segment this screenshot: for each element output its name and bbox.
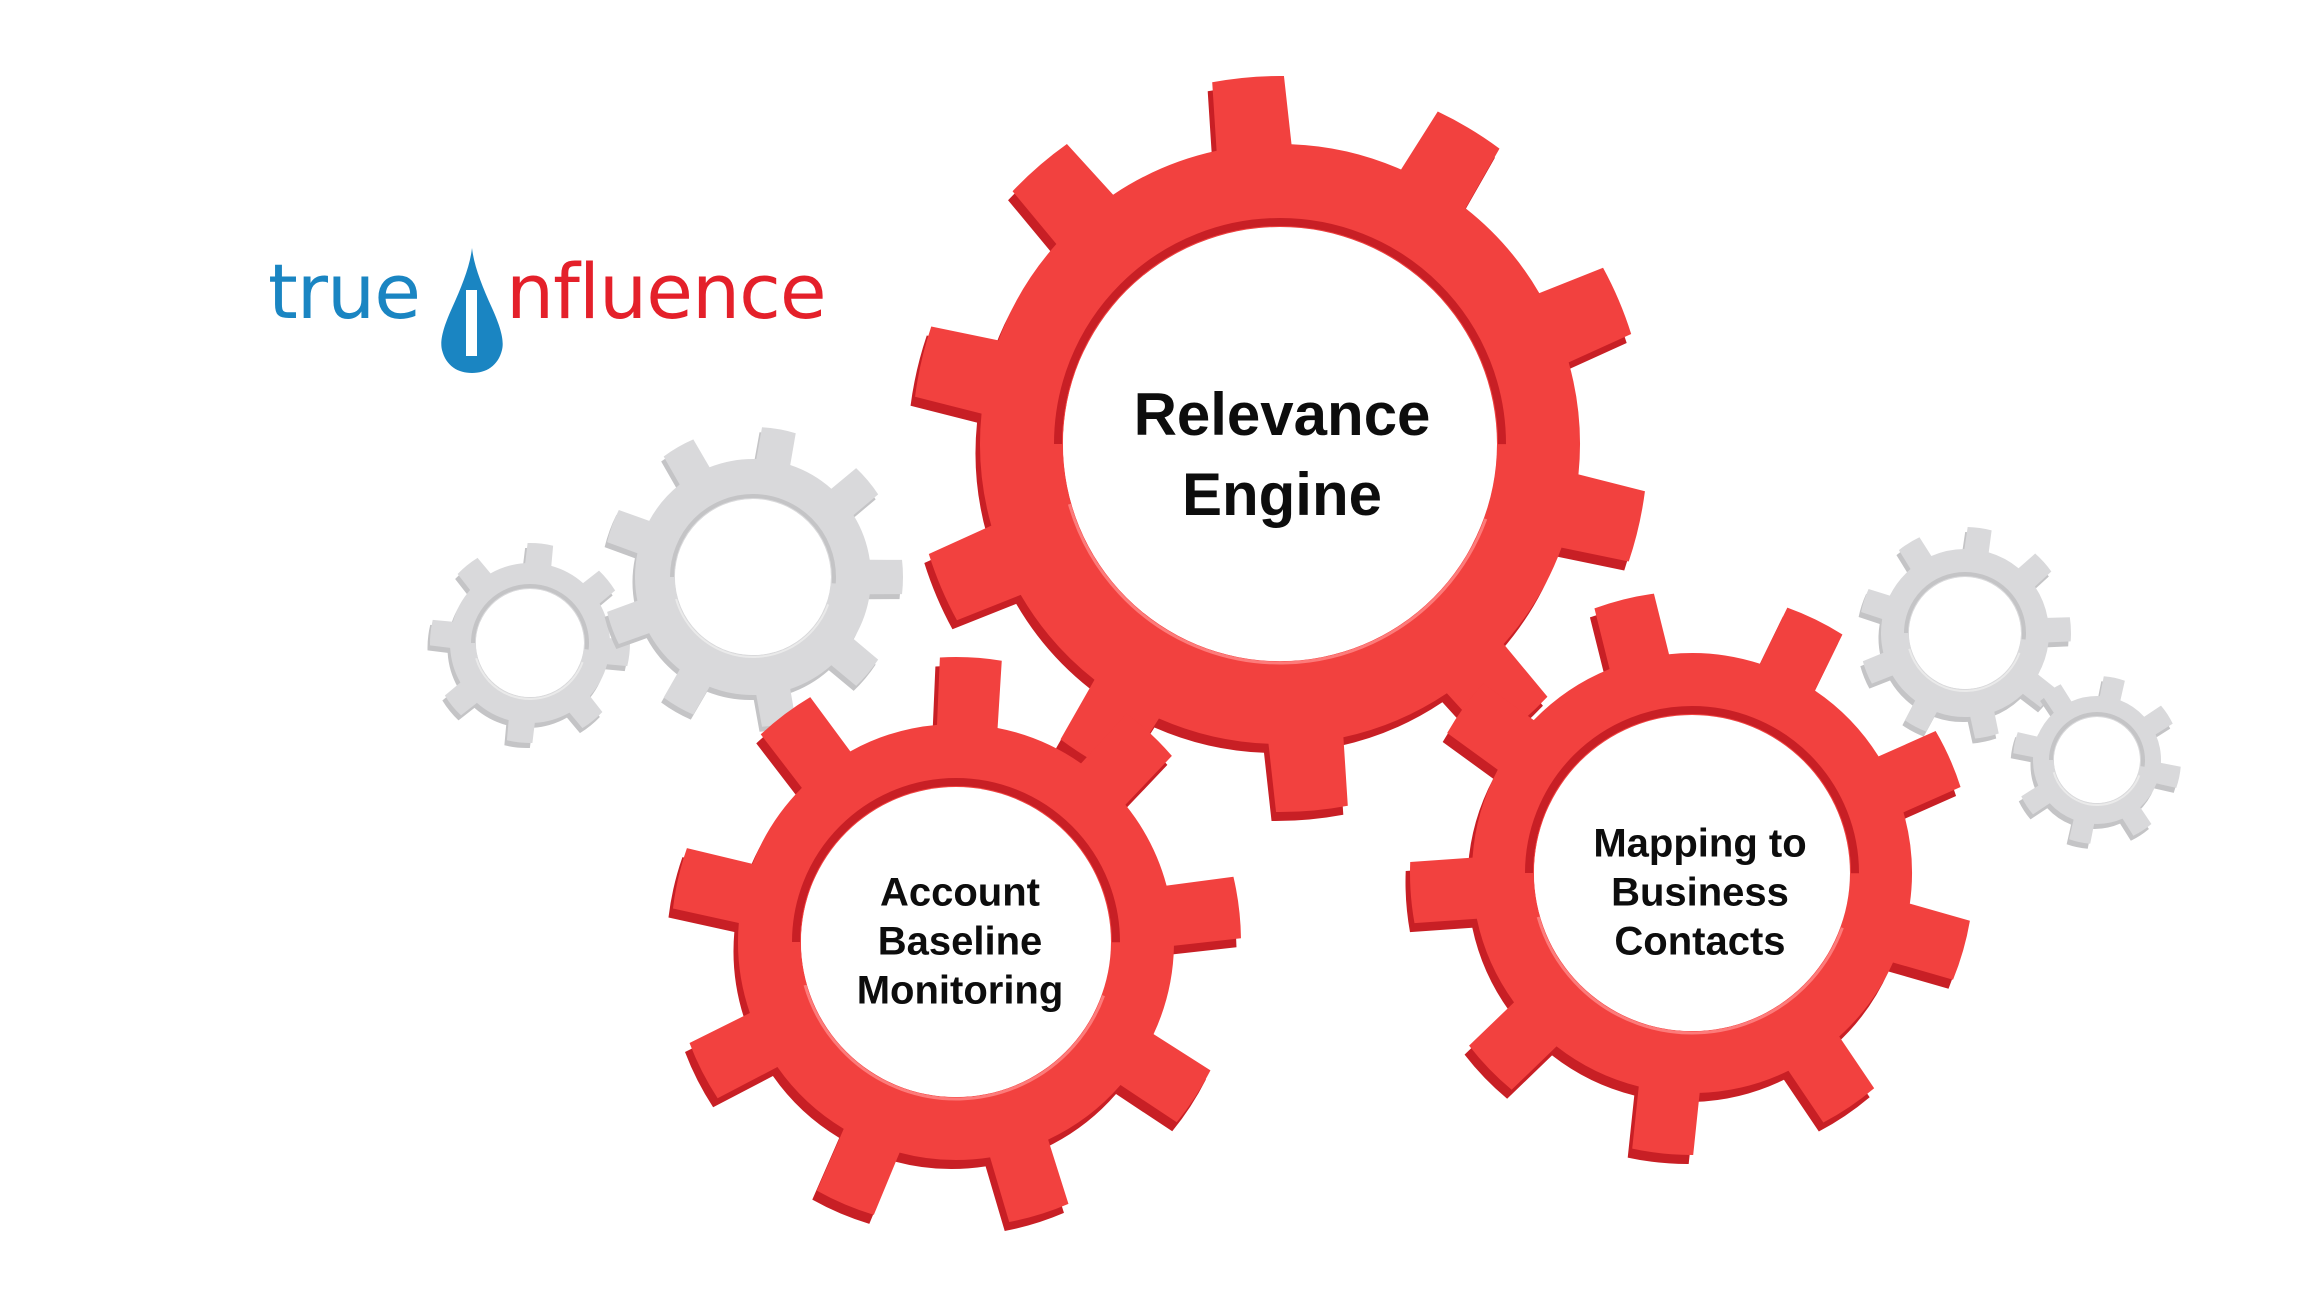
label-line: Engine xyxy=(1181,461,1382,528)
background-gray-gears xyxy=(427,427,2181,849)
label-mapping-to-business-contacts: Mapping to Business Contacts xyxy=(1593,820,1806,967)
gear-gray-right-large xyxy=(1858,527,2071,744)
label-line: Baseline xyxy=(877,919,1043,964)
label-relevance-engine: Relevance Engine xyxy=(1134,375,1431,535)
foreground-red-gears xyxy=(668,76,1970,1231)
logo-text-nfluence: nfluence xyxy=(506,247,827,336)
label-line: Business xyxy=(1611,870,1789,915)
label-line: Account xyxy=(879,870,1040,915)
gear-account-baseline xyxy=(668,657,1241,1231)
gear-gray-right-small xyxy=(2010,676,2181,849)
true-influence-logo: true nfluence xyxy=(268,240,888,380)
gear-relevance-engine xyxy=(910,76,1645,821)
label-line: Mapping to xyxy=(1593,821,1807,866)
label-line: Monitoring xyxy=(856,968,1064,1013)
gear-mapping-contacts xyxy=(1405,593,1970,1164)
logo-letter-i xyxy=(466,290,477,356)
label-line: Contacts xyxy=(1614,919,1786,964)
gear-gray-left-small xyxy=(427,543,630,748)
label-line: Relevance xyxy=(1133,381,1431,448)
water-drop-icon xyxy=(441,248,503,373)
logo-text-true: true xyxy=(268,247,421,336)
gear-gray-left-large xyxy=(604,427,903,732)
label-account-baseline-monitoring: Account Baseline Monitoring xyxy=(857,869,1064,1016)
